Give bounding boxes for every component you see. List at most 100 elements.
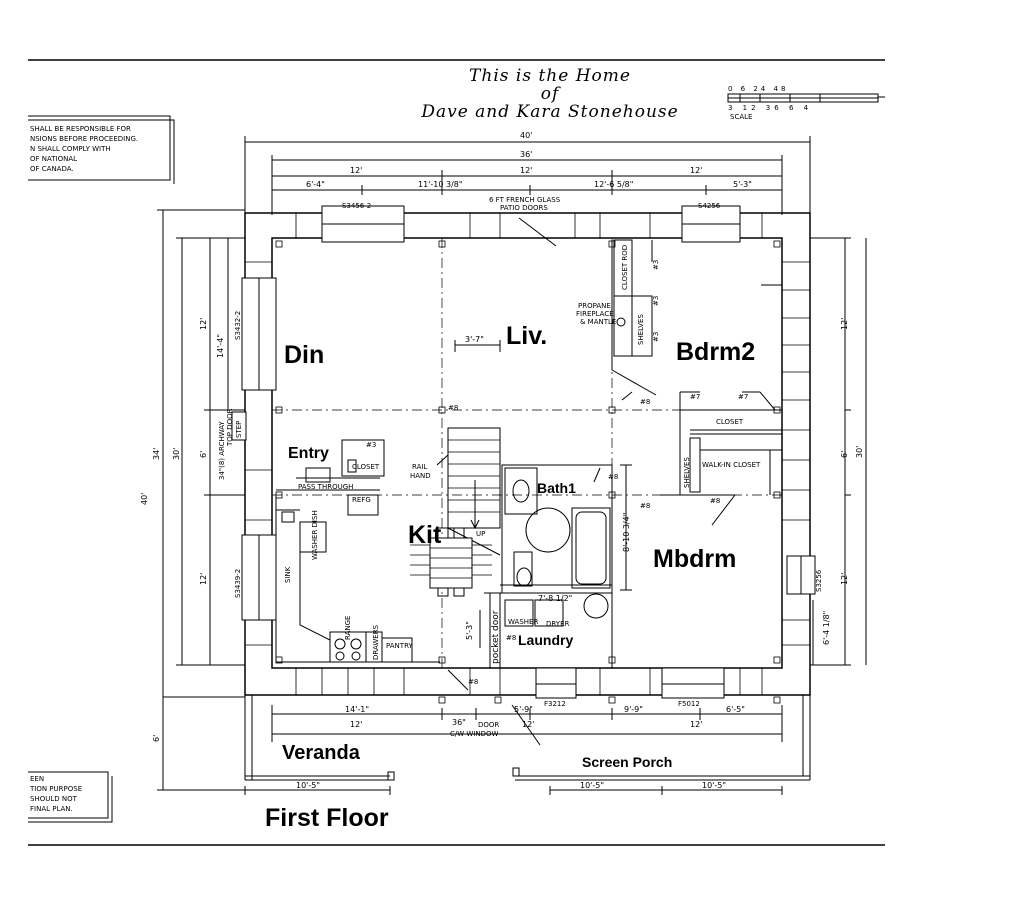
dim-bottom-59: 5'-9" xyxy=(514,705,533,714)
room-label-din: Din xyxy=(284,341,325,369)
label-propane-1: PROPANE xyxy=(578,302,611,310)
dim-left-12b: 12' xyxy=(199,572,208,585)
dim-bottom-12c: 12' xyxy=(690,720,703,729)
label-rail-2: HAND xyxy=(410,472,431,480)
label-window-bottom-1: F3212 xyxy=(544,700,566,708)
label-door: DOOR xyxy=(478,721,500,729)
room-label-entry: Entry xyxy=(288,445,329,462)
room-label-bath1: Bath1 xyxy=(537,480,576,496)
dim-top-12a: 12' xyxy=(350,166,363,175)
dim-liv-inner: 3'-7" xyxy=(465,335,484,344)
dim-top-12b: 12' xyxy=(520,166,533,175)
dim-porch-105c: 10'-5" xyxy=(702,781,727,790)
dim-second-top: 36' xyxy=(520,150,533,159)
dim-seg-4: 5'-3" xyxy=(733,180,752,189)
dim-right-6: 6' xyxy=(840,450,849,458)
dim-laundry-h: 7'-8 1/2" xyxy=(538,594,573,603)
note-bottom-left-1: EEN xyxy=(30,775,45,783)
note-top-left-2: NSIONS BEFORE PROCEEDING. xyxy=(30,135,139,143)
dim-right-v: 6'-4 1/8" xyxy=(822,610,831,645)
dim-seg-3: 12'-6 5/8" xyxy=(594,180,634,189)
room-label-laundry: Laundry xyxy=(518,632,574,648)
label-cw-window: C/W WINDOW xyxy=(450,730,499,738)
dim-bottom-36: 36" xyxy=(452,718,466,727)
label-up: UP xyxy=(476,530,486,538)
label-tag8c: #8 xyxy=(640,502,651,510)
label-washer: WASHER xyxy=(508,618,539,626)
label-tag8b: #8 xyxy=(608,473,619,481)
title-line-1: This is the Home xyxy=(469,66,631,86)
dim-bottom-14: 14'-1" xyxy=(345,705,370,714)
dim-left-34: 34' xyxy=(152,447,161,460)
room-label-mbdrm: Mbdrm xyxy=(653,545,737,573)
note-top-left-5: OF CANADA. xyxy=(30,165,74,173)
title-line-2: of xyxy=(540,84,560,104)
dim-bottom-65: 6'-5" xyxy=(726,705,745,714)
label-washer-dish: WASHER DISH xyxy=(311,510,319,560)
scale-ticks-top: 0 6 24 48 xyxy=(728,85,789,93)
dim-laundry-v: 5'-3" xyxy=(465,621,474,640)
title-line-3: Dave and Kara Stonehouse xyxy=(421,102,679,122)
label-archway: 34"(8) ARCHWAY xyxy=(218,421,226,480)
label-tag8a: #8 xyxy=(640,398,651,406)
room-label-veranda: Veranda xyxy=(282,742,360,764)
label-tag8f: #8 xyxy=(468,678,479,686)
label-drawers: DRAWERS xyxy=(372,624,380,660)
dim-seg-1: 6'-4" xyxy=(306,180,325,189)
label-window-top-left: S3456-2 xyxy=(342,202,372,210)
label-tag7a: #7 xyxy=(690,393,701,401)
label-closet-rod: CLOSET ROD xyxy=(621,244,629,290)
dim-right-12b: 12' xyxy=(840,572,849,585)
dim-left-144: 14'-4" xyxy=(216,333,225,358)
label-top-door: TOP DOOR xyxy=(226,408,234,446)
label-tag3d: #3 xyxy=(652,331,660,342)
label-dryer: DRYER xyxy=(546,620,570,628)
label-closet-1: CLOSET xyxy=(352,463,380,471)
note-top-left-3: N SHALL COMPLY WITH xyxy=(30,145,111,153)
note-bottom-left-2: TION PURPOSE xyxy=(30,785,83,793)
label-pantry: PANTRY xyxy=(386,642,413,650)
label-pass-through: PASS THROUGH xyxy=(298,483,354,491)
dim-bath-vert: 8'-10 3/4" xyxy=(622,512,631,552)
floor-label: First Floor xyxy=(265,804,389,832)
dim-left-40: 40' xyxy=(140,492,149,505)
label-window-right: S3256 xyxy=(815,569,823,592)
label-rail-1: RAIL xyxy=(412,463,428,471)
label-tag8g: #8 xyxy=(448,404,459,412)
dim-right-30: 30' xyxy=(855,445,864,458)
label-patio-doors-2: PATIO DOORS xyxy=(500,204,548,212)
room-label-liv: Liv. xyxy=(506,322,548,350)
room-label-screen-porch: Screen Porch xyxy=(582,754,673,770)
label-window-bottom-2: F5012 xyxy=(678,700,700,708)
label-window-top-right: S4256 xyxy=(698,202,721,210)
note-bottom-left-3: SHOULD NOT xyxy=(30,795,77,803)
note-bottom-left-4: FINAL PLAN. xyxy=(30,805,73,813)
label-shelves-2: SHELVES xyxy=(683,457,691,488)
label-tag3a: #3 xyxy=(366,441,377,449)
label-sink: SINK xyxy=(284,566,292,583)
dim-right-12a: 12' xyxy=(840,317,849,330)
dim-left-30: 30' xyxy=(172,447,181,460)
label-tag8e: #8 xyxy=(506,634,517,642)
label-step: STEP xyxy=(235,420,243,438)
label-range: RANGE xyxy=(344,615,352,640)
label-shelves-1: SHELVES xyxy=(637,314,645,345)
dim-bottom-99: 9'-9" xyxy=(624,705,643,714)
dim-porch-105b: 10'-5" xyxy=(580,781,605,790)
label-propane-2: FIREPLACE xyxy=(576,310,614,318)
label-propane-3: & MANTLE xyxy=(580,318,617,326)
label-refg: REFG xyxy=(352,496,371,504)
dim-bottom-12a: 12' xyxy=(350,720,363,729)
label-tag3c: #3 xyxy=(652,295,660,306)
label-walk-in-closet: WALK-IN CLOSET xyxy=(702,461,761,469)
label-tag8d: #8 xyxy=(710,497,721,505)
dim-overall-top: 40' xyxy=(520,131,533,140)
note-top-left-1: SHALL BE RESPONSIBLE FOR xyxy=(30,125,131,133)
dim-top-12c: 12' xyxy=(690,166,703,175)
label-patio-doors-1: 6 FT FRENCH GLASS xyxy=(489,196,561,204)
label-tag7b: #7 xyxy=(738,393,749,401)
dim-porch-105a: 10'-5" xyxy=(296,781,321,790)
dim-left-6: 6' xyxy=(199,450,208,458)
note-top-left-4: OF NATIONAL xyxy=(30,155,78,163)
